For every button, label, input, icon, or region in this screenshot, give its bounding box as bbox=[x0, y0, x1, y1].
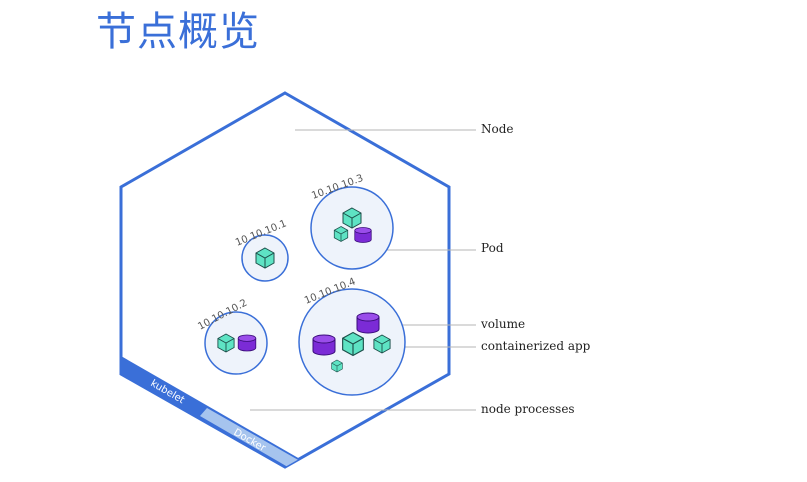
volume-icon bbox=[354, 227, 372, 243]
container-icon bbox=[255, 247, 275, 269]
container-icon bbox=[342, 331, 364, 357]
page-title: 节点概览 bbox=[96, 9, 260, 55]
container-icon bbox=[333, 226, 349, 242]
volume-icon bbox=[356, 312, 380, 334]
container-icon bbox=[217, 333, 235, 353]
pod-10-10-10-2: 10.10.10.2 bbox=[196, 298, 268, 375]
node-label: Node bbox=[481, 122, 514, 136]
docker-band bbox=[200, 408, 300, 467]
node-processes-label: node processes bbox=[481, 402, 575, 416]
volume-label: volume bbox=[480, 317, 525, 331]
volume-icon bbox=[312, 334, 336, 356]
container-icon bbox=[373, 334, 391, 354]
volume-icon bbox=[237, 334, 257, 352]
containerized-app-label: containerized app bbox=[481, 339, 591, 353]
node-hexagon bbox=[119, 91, 451, 469]
container-icon bbox=[331, 359, 343, 373]
container-icon bbox=[342, 207, 362, 229]
node-processes-band bbox=[121, 356, 300, 467]
pod-label: Pod bbox=[481, 241, 504, 255]
